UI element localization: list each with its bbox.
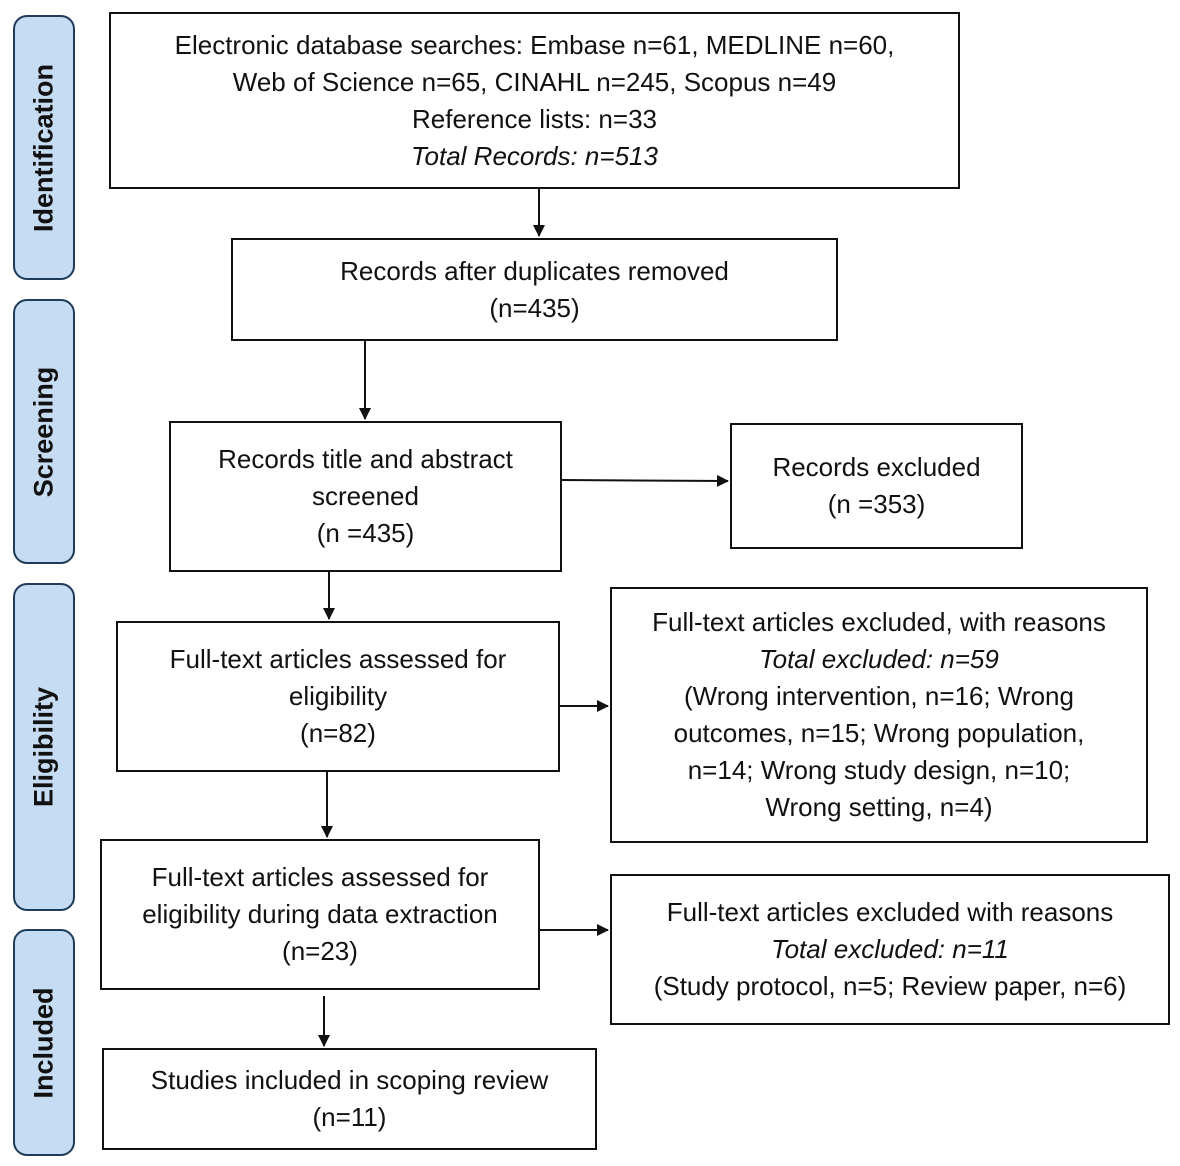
title-abstract-line3: (n =435): [316, 518, 415, 548]
included-studies-box: Studies included in scoping review (n=11…: [102, 1048, 597, 1150]
phase-screening: Screening: [13, 299, 75, 564]
data-extraction-line3: (n=23): [282, 936, 358, 966]
fulltext-excluded-line4: outcomes, n=15; Wrong population,: [673, 718, 1085, 748]
fulltext-assessed-line1: Full-text articles assessed for: [169, 644, 507, 674]
extraction-excluded-total: Total excluded: n=11: [771, 934, 1009, 964]
total-records-line: Total Records: n=513: [411, 140, 658, 171]
included-studies-line2: (n=11): [312, 1102, 387, 1132]
data-extraction-box: Full-text articles assessed for eligibil…: [100, 839, 540, 990]
database-search-box: Electronic database searches: Embase n=6…: [109, 12, 960, 189]
fulltext-excluded-total: Total excluded: n=59: [759, 644, 999, 674]
database-search-line3: Reference lists: n=33: [412, 103, 657, 134]
title-abstract-line1: Records title and abstract: [218, 444, 513, 474]
database-search-line2: Web of Science n=65, CINAHL n=245, Scopu…: [232, 66, 837, 97]
data-extraction-line2: eligibility during data extraction: [142, 899, 498, 929]
title-abstract-line2: screened: [312, 481, 419, 511]
fulltext-excluded-line6: Wrong setting, n=4): [765, 792, 993, 822]
records-excluded-box: Records excluded (n =353): [730, 423, 1023, 549]
fulltext-assessed-box: Full-text articles assessed for eligibil…: [116, 621, 560, 772]
title-abstract-screened-box: Records title and abstract screened (n =…: [169, 421, 562, 572]
fulltext-excluded-line3: (Wrong intervention, n=16; Wrong: [684, 681, 1074, 711]
fulltext-excluded-line5: n=14; Wrong study design, n=10;: [687, 755, 1071, 785]
fulltext-excluded-line1: Full-text articles excluded, with reason…: [652, 607, 1106, 637]
phase-included: Included: [13, 929, 75, 1156]
database-search-line1: Electronic database searches: Embase n=6…: [174, 29, 895, 60]
duplicates-removed-line2: (n=435): [489, 292, 580, 323]
extraction-excluded-line1: Full-text articles excluded with reasons: [666, 897, 1114, 927]
phase-eligibility: Eligibility: [13, 583, 75, 911]
records-excluded-line2: (n =353): [827, 489, 926, 519]
extraction-excluded-line3: (Study protocol, n=5; Review paper, n=6): [653, 971, 1127, 1001]
data-extraction-line1: Full-text articles assessed for: [151, 862, 489, 892]
duplicates-removed-line1: Records after duplicates removed: [340, 255, 729, 286]
fulltext-assessed-line3: (n=82): [300, 718, 376, 748]
duplicates-removed-box: Records after duplicates removed (n=435): [231, 238, 838, 341]
phase-identification: Identification: [13, 15, 75, 280]
extraction-excluded-box: Full-text articles excluded with reasons…: [610, 874, 1170, 1025]
fulltext-excluded-box: Full-text articles excluded, with reason…: [610, 587, 1148, 843]
records-excluded-line1: Records excluded: [772, 452, 981, 482]
arrow-screened-to-excluded: [561, 474, 729, 487]
included-studies-line1: Studies included in scoping review: [150, 1065, 549, 1095]
fulltext-assessed-line2: eligibility: [288, 681, 388, 711]
